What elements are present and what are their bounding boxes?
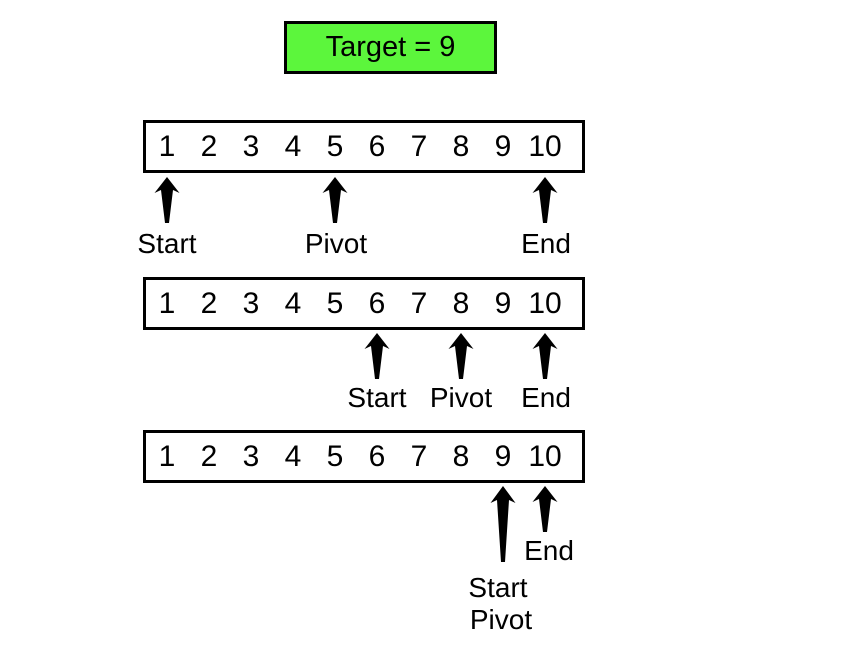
up-arrow-icon bbox=[532, 486, 558, 532]
array-cell: 8 bbox=[452, 287, 470, 320]
array-cell: 6 bbox=[368, 440, 386, 473]
target-box: Target = 9 bbox=[284, 21, 497, 74]
up-arrow-icon bbox=[448, 333, 474, 379]
array-cell: 1 bbox=[158, 440, 176, 473]
array-cell: 2 bbox=[200, 287, 218, 320]
array-cell: 6 bbox=[368, 287, 386, 320]
pivot-label: Pivot bbox=[304, 228, 368, 259]
array-box-step3: 1 2 3 4 5 6 7 8 9 10 bbox=[143, 430, 585, 483]
start-label: Start bbox=[137, 228, 197, 259]
pivot-label: Pivot bbox=[469, 604, 533, 635]
up-arrow-icon bbox=[532, 177, 558, 223]
array-box-step2: 1 2 3 4 5 6 7 8 9 10 bbox=[143, 277, 585, 330]
up-arrow-icon bbox=[154, 177, 180, 223]
array-cell: 3 bbox=[242, 287, 260, 320]
array-cell: 7 bbox=[410, 440, 428, 473]
end-label: End bbox=[524, 535, 574, 566]
array-cell: 3 bbox=[242, 440, 260, 473]
start-label: Start bbox=[468, 572, 528, 603]
end-label: End bbox=[521, 382, 571, 413]
up-arrow-icon bbox=[532, 333, 558, 379]
array-cell: 7 bbox=[410, 287, 428, 320]
array-cell: 10 bbox=[528, 130, 562, 163]
array-cell: 3 bbox=[242, 130, 260, 163]
target-label: Target = 9 bbox=[325, 31, 456, 63]
array-cell: 1 bbox=[158, 130, 176, 163]
up-arrow-icon bbox=[322, 177, 348, 223]
array-cell: 2 bbox=[200, 440, 218, 473]
end-label: End bbox=[521, 228, 571, 259]
array-cell: 8 bbox=[452, 130, 470, 163]
array-cell: 9 bbox=[494, 440, 512, 473]
start-label: Start bbox=[347, 382, 407, 413]
array-cell: 4 bbox=[284, 287, 302, 320]
array-cell: 9 bbox=[494, 287, 512, 320]
array-box-step1: 1 2 3 4 5 6 7 8 9 10 bbox=[143, 120, 585, 173]
array-cell: 1 bbox=[158, 287, 176, 320]
array-cell: 4 bbox=[284, 130, 302, 163]
array-cell: 4 bbox=[284, 440, 302, 473]
up-arrow-icon bbox=[364, 333, 390, 379]
array-cell: 9 bbox=[494, 130, 512, 163]
array-cell: 8 bbox=[452, 440, 470, 473]
array-cell: 6 bbox=[368, 130, 386, 163]
array-cell: 5 bbox=[326, 440, 344, 473]
pivot-label: Pivot bbox=[429, 382, 493, 413]
array-cell: 7 bbox=[410, 130, 428, 163]
array-cell: 10 bbox=[528, 440, 562, 473]
array-cell: 5 bbox=[326, 287, 344, 320]
array-cell: 10 bbox=[528, 287, 562, 320]
array-cell: 5 bbox=[326, 130, 344, 163]
up-arrow-icon bbox=[490, 486, 516, 562]
array-cell: 2 bbox=[200, 130, 218, 163]
